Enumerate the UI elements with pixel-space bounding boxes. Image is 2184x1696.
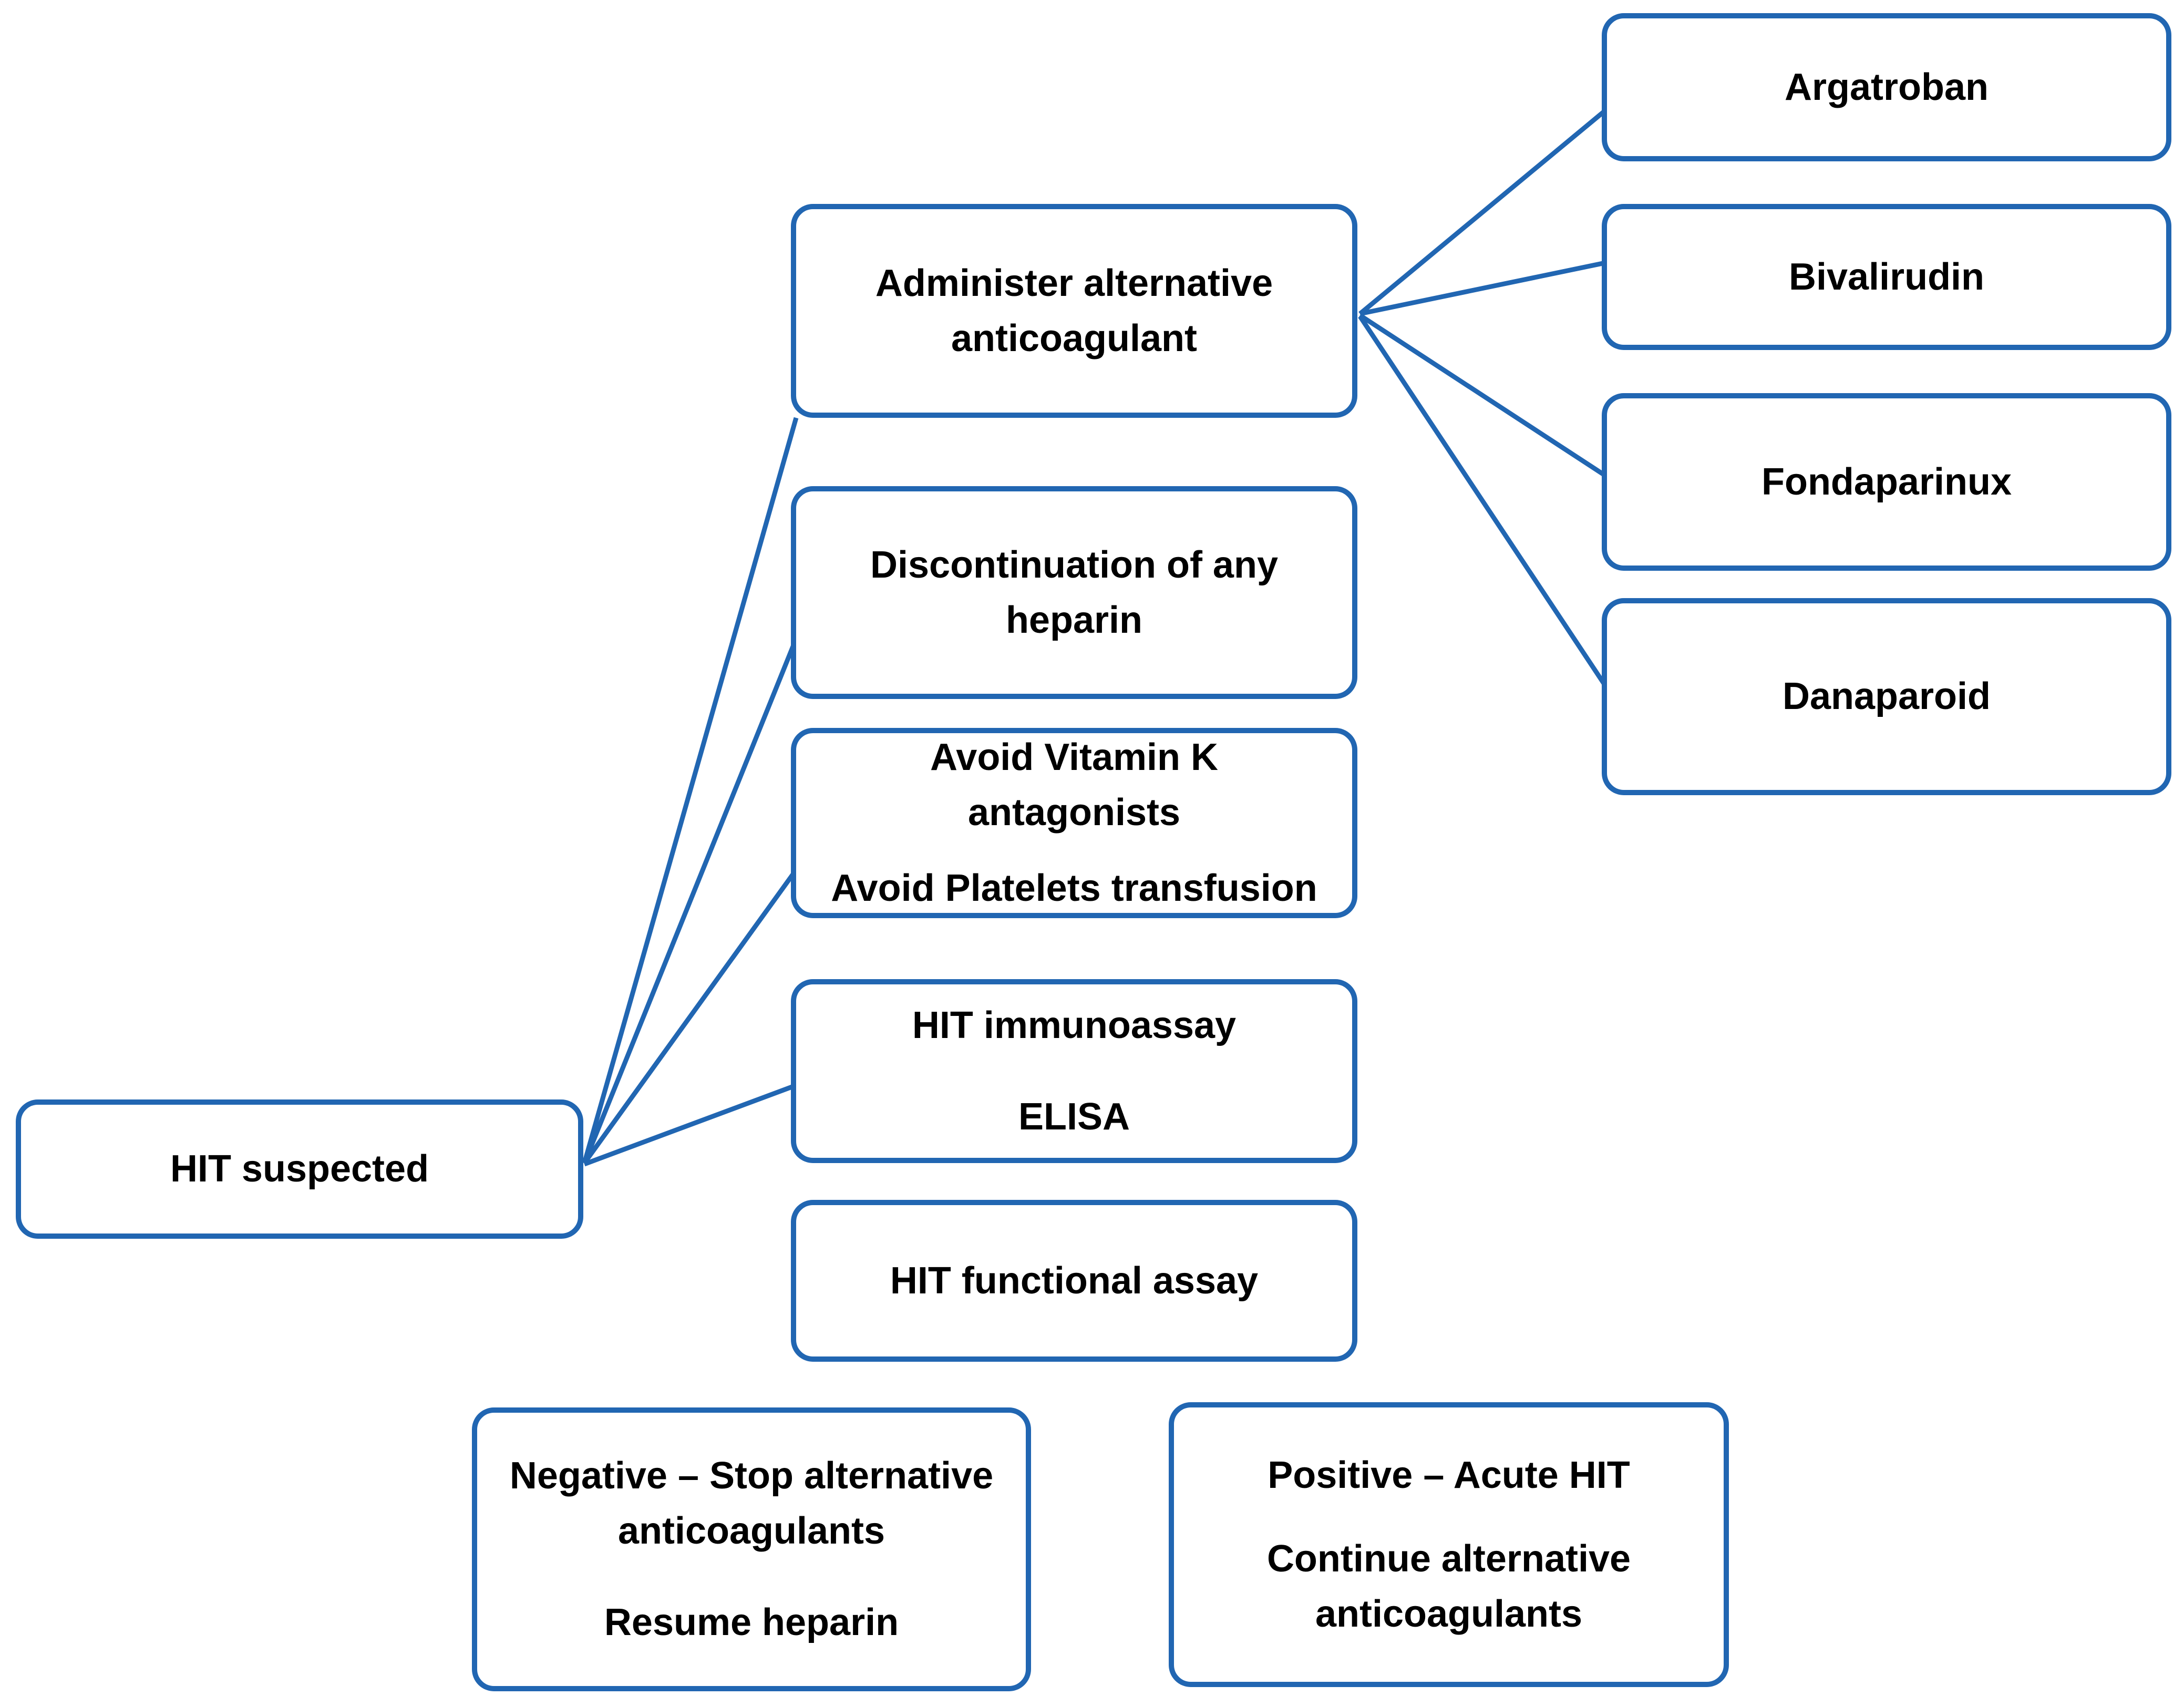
edge-administer-fondaparinux [1358, 313, 1607, 478]
edge-hit-suspected-avoid [582, 868, 798, 1165]
node-text: HIT functional assay [890, 1259, 1259, 1302]
node-avoid-vitamin-k-and-platelets: Avoid Vitamin K antagonists Avoid Platel… [791, 728, 1357, 918]
node-negative-result: Negative – Stop alternative anticoagulan… [472, 1407, 1031, 1691]
edge-hit-suspected-discontinue [582, 638, 799, 1164]
edge-administer-danaparoid [1358, 315, 1608, 687]
node-text: Resume heparin [604, 1601, 899, 1644]
edge-hit-suspected-immunoassay [583, 1083, 797, 1167]
node-hit-suspected: HIT suspected [16, 1099, 583, 1239]
node-text: HIT immunoassay [912, 1004, 1237, 1046]
node-text: Argatroban [1784, 66, 1989, 108]
node-text: Continue alternative anticoagulants [1266, 1538, 1631, 1635]
node-text: Fondaparinux [1761, 460, 2012, 503]
node-text: Bivalirudin [1788, 255, 1985, 298]
node-text: Positive – Acute HIT [1268, 1454, 1630, 1496]
node-text: Avoid Platelets transfusion [831, 867, 1317, 910]
node-text: Negative – Stop alternative anticoagulan… [509, 1455, 994, 1552]
node-text: Danaparoid [1782, 675, 1991, 718]
node-discontinuation-of-any-heparin: Discontinuation of any heparin [791, 486, 1357, 699]
edge-hit-suspected-administer [582, 417, 799, 1164]
node-bivalirudin: Bivalirudin [1602, 204, 2171, 350]
node-positive-result: Positive – Acute HIT Continue alternativ… [1169, 1402, 1729, 1687]
node-text: Discontinuation of any heparin [870, 544, 1278, 641]
node-text: Avoid Vitamin K antagonists [930, 736, 1219, 834]
node-text: HIT suspected [170, 1148, 429, 1190]
node-administer-alternative-anticoagulant: Administer alternative anticoagulant [791, 204, 1357, 418]
node-danaparoid: Danaparoid [1602, 598, 2171, 795]
edge-administer-argatroban [1358, 108, 1607, 316]
node-text: Administer alternative anticoagulant [875, 262, 1273, 359]
node-hit-immunoassay-elisa: HIT immunoassay ELISA [791, 979, 1357, 1163]
node-hit-functional-assay: HIT functional assay [791, 1200, 1357, 1362]
node-text: ELISA [1018, 1096, 1130, 1138]
node-argatroban: Argatroban [1602, 13, 2171, 161]
node-fondaparinux: Fondaparinux [1602, 393, 2171, 571]
edge-administer-bivalirudin [1359, 260, 1606, 316]
